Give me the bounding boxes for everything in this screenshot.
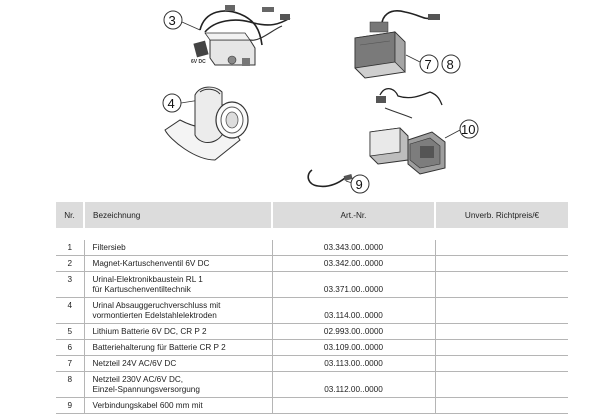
header-art-nr: Art.-Nr. (272, 202, 436, 228)
parts-illustrations: 3 6V DC 7 8 4 (162, 5, 479, 194)
row-nr: 8 (56, 371, 85, 398)
voltage-tag: 6V DC (191, 59, 206, 65)
row-article-number: 02.993.00..0000 (272, 323, 436, 340)
row-nr: 6 (56, 339, 85, 356)
row-nr: 4 (56, 297, 85, 324)
row-article-number (272, 397, 436, 414)
row-price (435, 271, 568, 298)
row-article-number: 03.371.00..0000 (272, 271, 436, 298)
description-line: Magnet-Kartuschenventil 6V DC (92, 259, 210, 268)
callout-10: 10 (461, 122, 475, 137)
row-nr: 3 (56, 271, 85, 298)
callout-3: 3 (169, 13, 176, 28)
row-description: Magnet-Kartuschenventil 6V DC (84, 255, 273, 272)
part-10-drawing: 10 (369, 88, 479, 175)
row-description: Batteriehalterung für Batterie CR P 2 (84, 339, 273, 356)
description-line: Urinal Absauggeruchverschluss mit (92, 301, 221, 310)
row-article-number: 03.343.00..0000 (272, 240, 436, 256)
description-line: Netzteil 24V AC/6V DC (92, 359, 177, 368)
row-article-number: 03.342.00..0000 (272, 255, 436, 272)
callout-7: 7 (425, 57, 432, 72)
row-nr: 1 (56, 240, 85, 256)
table-row: 5 Lithium Batterie 6V DC, CR P 2 02.993.00… (56, 323, 568, 340)
header-bezeichnung: Bezeichnung (84, 202, 273, 228)
table-row: 6 Batteriehalterung für Batterie CR P 2 03… (56, 339, 568, 356)
row-nr: 2 (56, 255, 85, 272)
row-article-number: 03.113.00..0000 (272, 355, 436, 372)
description-line: Netzteil 230V AC/6V DC, (92, 375, 184, 384)
description-line: Lithium Batterie 6V DC, CR P 2 (92, 327, 207, 336)
part-7-8-drawing: 7 8 (354, 10, 461, 79)
row-description: Lithium Batterie 6V DC, CR P 2 (84, 323, 273, 340)
description-line: vormontierten Edelstahlelektroden (92, 311, 217, 320)
row-price (435, 255, 568, 272)
row-price (435, 339, 568, 356)
description-line: Filtersieb (92, 243, 126, 252)
callout-9: 9 (356, 177, 363, 192)
row-price (435, 371, 568, 398)
table-row: 7 Netzteil 24V AC/6V DC 03.113.00..0000 (56, 355, 568, 372)
header-nr: Nr. (56, 202, 85, 228)
row-nr: 5 (56, 323, 85, 340)
part-4-drawing: 4 (162, 86, 249, 161)
table-row: 1 Filtersieb 03.343.00..0000 (56, 240, 568, 256)
table-header-row: Nr. Bezeichnung Art.-Nr. Unverb. Richtpr… (56, 202, 568, 228)
part-3-drawing: 3 6V DC (163, 5, 291, 66)
row-article-number: 03.112.00..0000 (272, 371, 436, 398)
row-price (435, 355, 568, 372)
row-price (435, 297, 568, 324)
row-price (435, 240, 568, 256)
part-9-drawing: 9 (307, 169, 370, 194)
description-line: für Kartuschenventiltechnik (92, 285, 191, 294)
table-row: 2 Magnet-Kartuschenventil 6V DC 03.342.00.… (56, 255, 568, 272)
row-article-number: 03.109.00..0000 (272, 339, 436, 356)
row-description: Verbindungskabel 600 mm mit (84, 397, 273, 414)
callout-8: 8 (447, 57, 454, 72)
description-line: Einzel-Spannungsversorgung (92, 385, 200, 394)
row-nr: 7 (56, 355, 85, 372)
row-description: Netzteil 24V AC/6V DC (84, 355, 273, 372)
header-price: Unverb. Richtpreis/€ (435, 202, 568, 228)
description-line: Urinal-Elektronikbaustein RL 1 (92, 275, 203, 284)
table-body: 1 Filtersieb 03.343.00..0000 2 Magnet-Kartus… (56, 240, 568, 414)
callout-4: 4 (168, 96, 175, 111)
row-description: Filtersieb (84, 240, 273, 256)
row-price (435, 397, 568, 414)
row-description: Netzteil 230V AC/6V DC,Einzel-Spannungsv… (84, 371, 273, 398)
description-line: Batteriehalterung für Batterie CR P 2 (92, 343, 226, 352)
row-price (435, 323, 568, 340)
row-nr: 9 (56, 397, 85, 414)
spare-parts-table: Nr. Bezeichnung Art.-Nr. Unverb. Richtpr… (56, 202, 568, 414)
row-article-number: 03.114.00..0000 (272, 297, 436, 324)
